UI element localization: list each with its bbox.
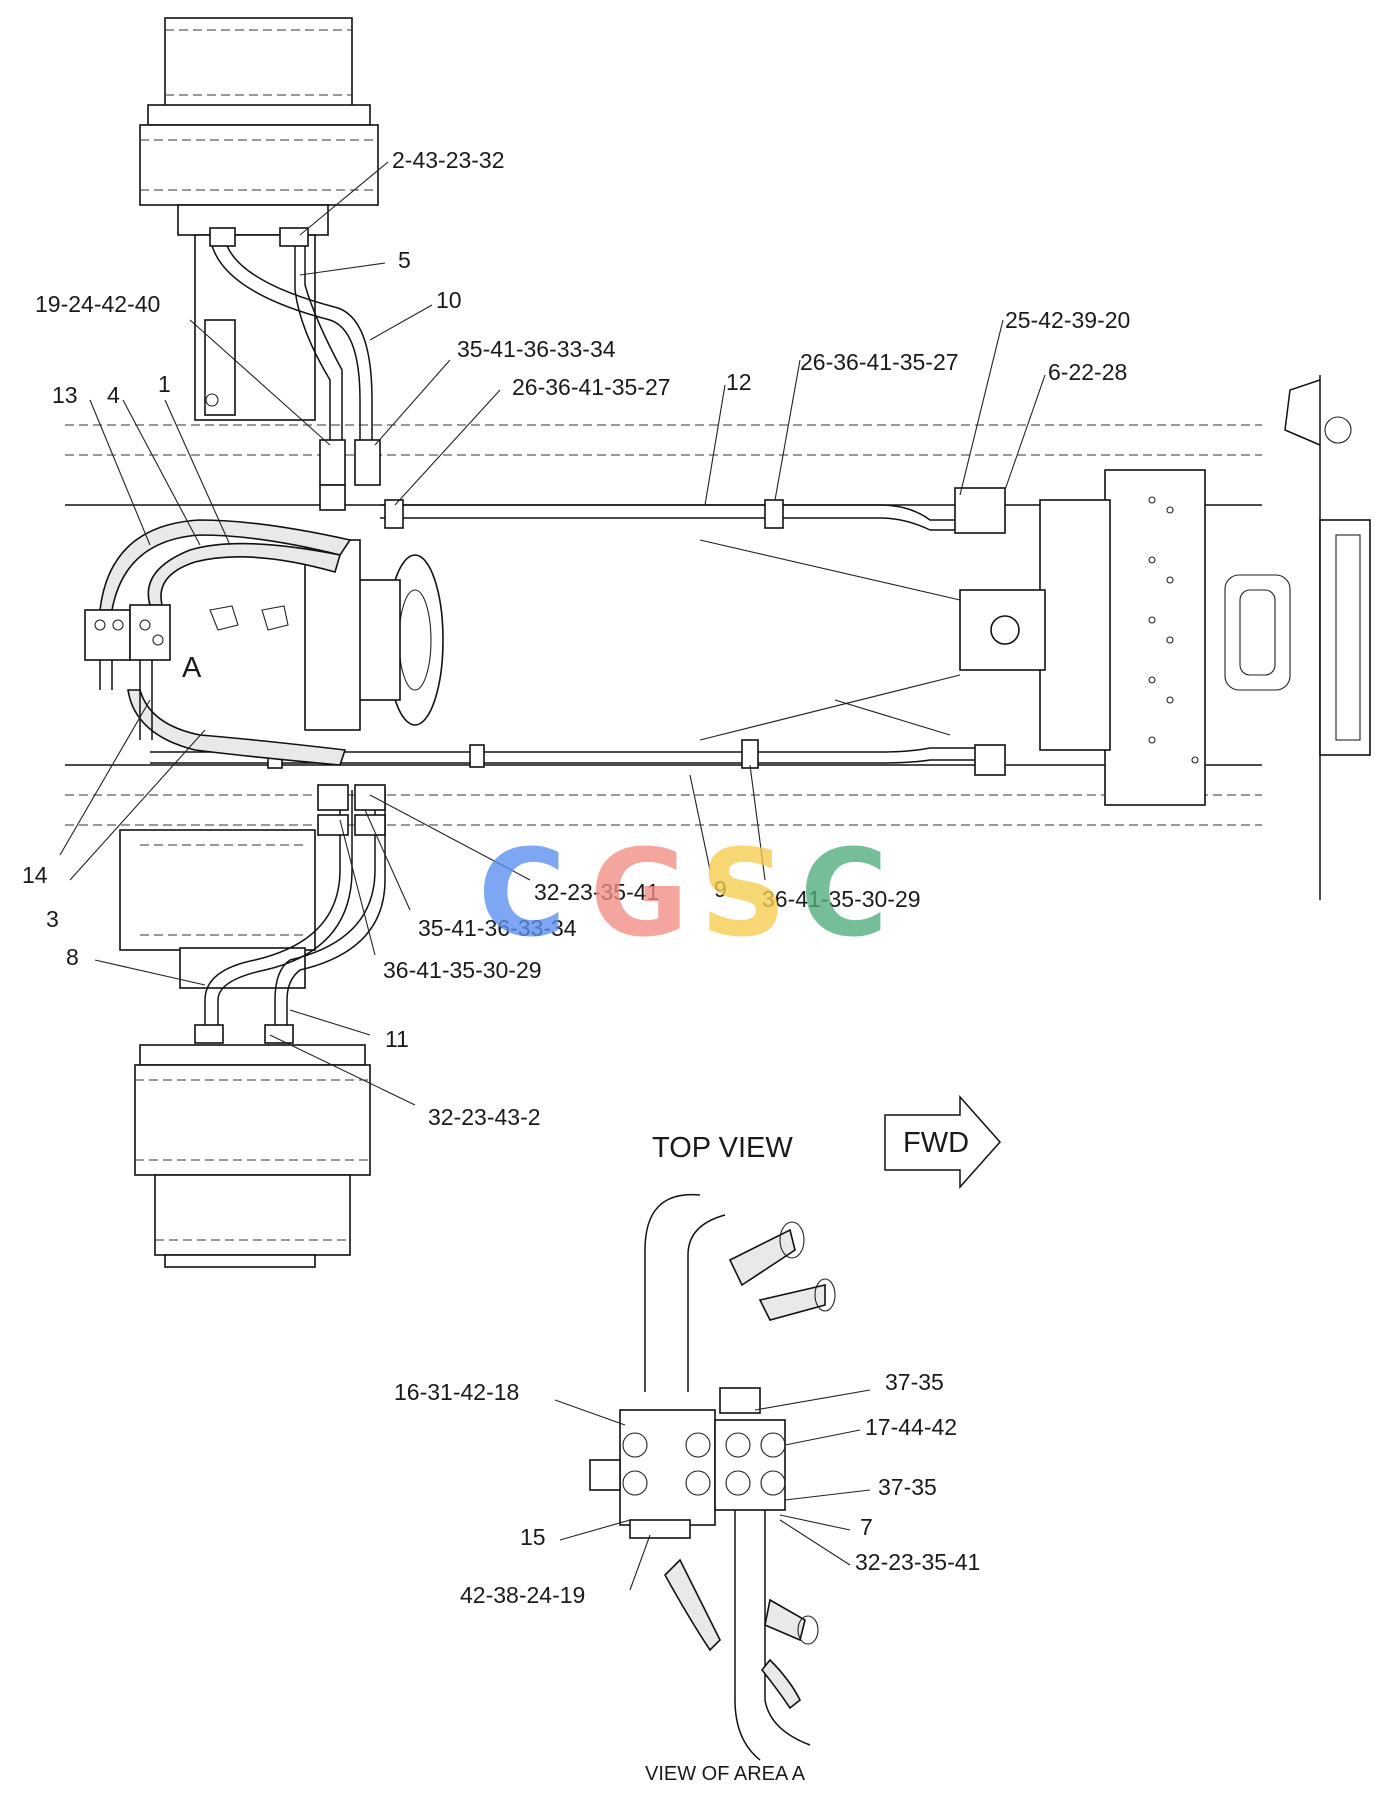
callout-label: 26-36-41-35-27 [800, 349, 959, 375]
callout-label: 14 [22, 862, 48, 888]
callout-label: 4 [107, 382, 120, 408]
area-a-marker: A [182, 652, 202, 684]
callout-label: 26-36-41-35-27 [512, 374, 671, 400]
detail-callout-label: 32-23-35-41 [855, 1549, 980, 1575]
callout-label: 5 [398, 247, 411, 273]
callout-label: 11 [385, 1026, 409, 1052]
detail-callout-label: 7 [860, 1514, 873, 1540]
top-final-drive [139, 17, 379, 421]
callout-label: 32-23-35-41 [534, 879, 659, 905]
watermark-letter-3: S [700, 825, 786, 964]
hydraulic-lines [84, 227, 1006, 1044]
fwd-label: FWD [903, 1127, 969, 1159]
watermark-letter-4: C [800, 825, 888, 964]
fwd-arrow [884, 1095, 1002, 1189]
callout-label: 35-41-36-33-34 [457, 336, 616, 362]
callout-leaders [59, 161, 1046, 1591]
callout-label: 36-41-35-30-29 [383, 957, 542, 983]
watermark-logo: C G S C [478, 825, 888, 964]
detail-callout-labels: 16-31-42-18 37-35 17-44-42 37-35 7 15 32… [394, 1369, 980, 1608]
callout-labels: 2-43-23-32 5 10 19-24-42-40 35-41-36-33-… [22, 147, 1130, 1130]
callout-label: 9 [714, 876, 727, 902]
callout-label: 19-24-42-40 [35, 291, 160, 317]
center-pivot [209, 469, 1291, 806]
callout-label: 3 [46, 906, 59, 932]
callout-label: 35-41-36-33-34 [418, 915, 577, 941]
bottom-final-drive [119, 829, 371, 1268]
detail-callout-label: 37-35 [885, 1369, 944, 1395]
callout-label: 13 [52, 382, 78, 408]
detail-callout-label: 42-38-24-19 [460, 1582, 585, 1608]
watermark-letter-2: G [590, 825, 689, 964]
view-title: TOP VIEW [652, 1132, 793, 1164]
detail-caption: VIEW OF AREA A [645, 1763, 806, 1785]
callout-label: 36-41-35-30-29 [762, 886, 921, 912]
callout-label: 25-42-39-20 [1005, 307, 1130, 333]
detail-callout-label: 15 [520, 1524, 546, 1550]
detail-callout-label: 16-31-42-18 [394, 1379, 519, 1405]
callout-label: 32-23-43-2 [428, 1104, 541, 1130]
callout-label: 6-22-28 [1048, 359, 1127, 385]
callout-label: 2-43-23-32 [392, 147, 505, 173]
callout-label: 1 [158, 371, 171, 397]
detail-callout-label: 37-35 [878, 1474, 937, 1500]
callout-label: 10 [436, 287, 462, 313]
detail-callout-label: 17-44-42 [865, 1414, 957, 1440]
watermark-letter-1: C [478, 825, 566, 964]
callout-label: 12 [726, 369, 752, 395]
main-frame [65, 375, 1371, 900]
detail-area-a [589, 1193, 836, 1761]
callout-label: 8 [66, 944, 79, 970]
